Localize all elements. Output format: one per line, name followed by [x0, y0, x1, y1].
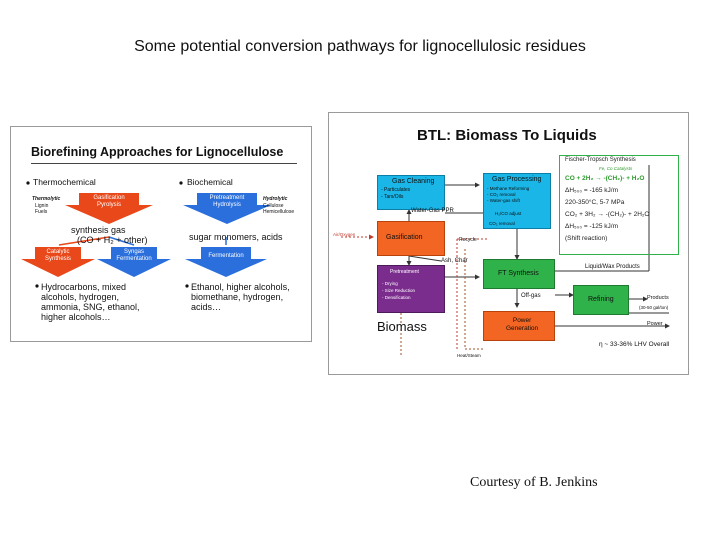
refining-box: Refining [573, 285, 629, 315]
water-gas-label: Water-Gas PPR [411, 208, 454, 214]
pretreatment-label: Pretreatment [390, 269, 419, 275]
syngas-fermentation-label: Syngas Fermentation [116, 249, 152, 262]
efficiency-label: η ~ 33-36% LHV Overall [599, 341, 670, 348]
fts-catalyst: Fe, Co Catalysts [599, 166, 633, 171]
catalytic-label: Catalytic Synthesis [44, 249, 71, 262]
gasification-label: Gasification Pyrolysis [93, 195, 125, 208]
gasification-box: Gasification [377, 221, 445, 256]
gas-processing-label: Gas Processing [492, 176, 542, 183]
pretreatment-items: - Drying - Size Reduction - Densificatio… [382, 281, 416, 300]
ft-synthesis-box: FT Synthesis [483, 259, 555, 289]
power-generation-label: Power Generation [506, 317, 539, 332]
connector-line [108, 236, 135, 246]
hydrolytic-sub: Cellulose Hemicellulose [263, 203, 295, 215]
slide-title: Some potential conversion pathways for l… [134, 38, 586, 55]
fts-title: Fischer-Tropsch Synthesis [565, 157, 636, 163]
syngas-fermentation-arrow [97, 247, 171, 277]
ft-synthesis-label: FT Synthesis [498, 270, 539, 277]
biorefining-figure: Biorefining Approaches for Lignocellulos… [10, 126, 312, 342]
btl-flow-lines [341, 165, 670, 357]
fts-equation-6: (Shift reaction) [565, 235, 608, 242]
fts-equation-1: CO + 2H₂ → -(CH₂)- + H₂O [565, 175, 645, 182]
liquid-wax-label: Liquid/Wax Products [585, 264, 640, 270]
biomass-label: Biomass [377, 319, 427, 334]
hydrolytic-label: Hydrolytic [263, 196, 288, 202]
ash-line [408, 255, 442, 262]
bio-outputs: Ethanol, higher alcohols, biomethane, hy… [191, 282, 290, 312]
refining-label: Refining [588, 296, 614, 303]
bullet-icon [179, 181, 183, 185]
fermentation-label: Fermentation [208, 253, 244, 259]
pretreatment-box: Pretreatment - Drying - Size Reduction -… [377, 265, 445, 313]
bullet-icon [185, 284, 189, 288]
air-oxygen-label: Air/Oxygen [333, 232, 356, 237]
gasification-label: Gasification [386, 234, 423, 241]
fts-equation-3: 220-350°C, 5-7 MPa [565, 199, 625, 206]
syngas-formula: (CO + H₂ + other) [77, 235, 148, 245]
gas-cleaning-items: - Particulates - Tars/Oils [381, 187, 411, 200]
syngas-label: synthesis gas [71, 225, 126, 235]
products-sub-label: (30-50 gal/ton) [639, 305, 669, 310]
fts-equation-5: ΔH₅₀₀ = -125 kJ/m [565, 223, 618, 230]
fermentation-arrow [185, 247, 267, 277]
recycle-label: Recycle [459, 237, 477, 243]
connector-line [58, 236, 110, 246]
thermo-outputs: Hydrocarbons, mixed alcohols, hydrogen, … [41, 282, 140, 322]
pretreatment-arrow [183, 193, 271, 224]
co2-removal-label: CO₂ removal [489, 221, 515, 226]
bullet-icon [35, 284, 39, 288]
ash-char-label: Ash, Char [441, 258, 468, 264]
btl-title: BTL: Biomass To Liquids [417, 127, 597, 144]
catalytic-arrow [21, 247, 95, 277]
biorefining-title: Biorefining Approaches for Lignocellulos… [31, 145, 284, 159]
thermolytic-label: Thermolytic [32, 196, 61, 202]
sugar-label: sugar monomers, acids [189, 232, 283, 242]
products-label: Products [647, 295, 669, 301]
gasification-arrow [65, 193, 153, 224]
fts-equation-4: CO₂ + 3H₂ → -(CH₂)- + 2H₂O [565, 211, 650, 218]
gas-processing-box: Gas Processing - Methane Reforming - CO₂… [483, 173, 551, 229]
bullet-icon [26, 181, 30, 185]
thermolytic-sub: Lignin Fuels [35, 203, 49, 215]
fts-equation-2: ΔH₅₀₀ = -165 kJ/m [565, 187, 618, 194]
biochemical-label: Biochemical [187, 177, 233, 187]
credit-text: Courtesy of B. Jenkins [470, 475, 598, 490]
power-generation-box: Power Generation [483, 311, 555, 341]
off-gas-label: Off-gas [521, 293, 541, 299]
pretreatment-label: Pretreatment Hydrolysis [209, 195, 245, 208]
gas-cleaning-label: Gas Cleaning [392, 178, 435, 185]
h2co-label: H₂/CO adjust [495, 211, 522, 216]
biorefining-arrows [21, 181, 271, 288]
gas-processing-items: - Methane Reforming - CO₂ removal - Wate… [487, 186, 530, 203]
btl-figure: BTL: Biomass To Liquids Gas Cleaning - P… [328, 112, 689, 375]
heat-steam-label: Heat/Steam [457, 353, 481, 358]
power-label: Power [647, 321, 663, 327]
title-underline [31, 163, 297, 164]
fts-panel [559, 155, 679, 255]
thermochemical-label: Thermochemical [33, 177, 96, 187]
gas-cleaning-box: Gas Cleaning - Particulates - Tars/Oils [377, 175, 445, 210]
